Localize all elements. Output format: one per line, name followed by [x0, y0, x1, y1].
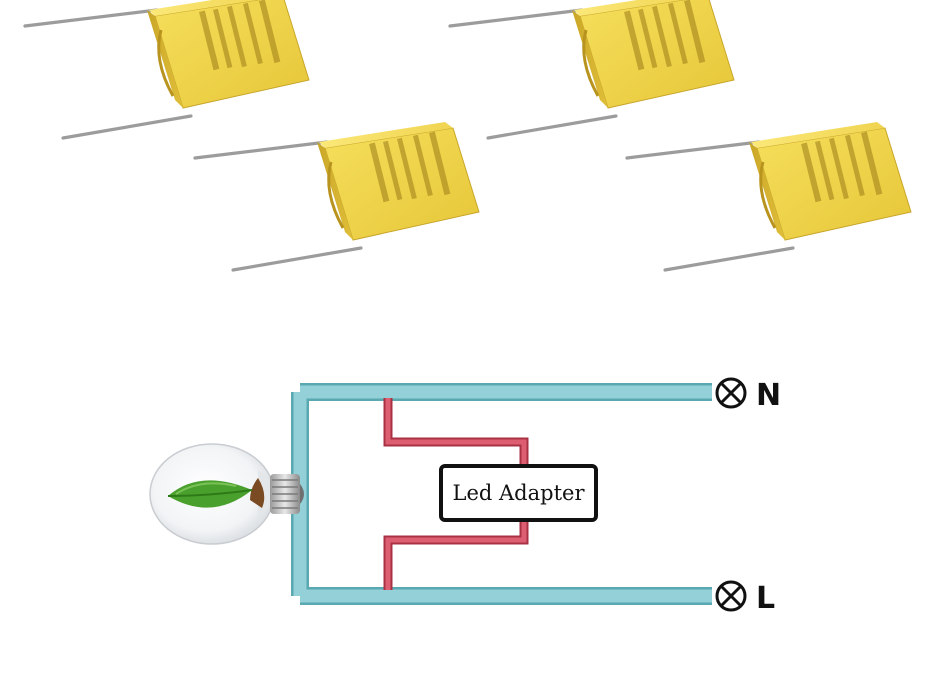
- light-bulb-leaf-icon: [149, 443, 304, 545]
- terminal-n-label: N: [756, 378, 781, 413]
- adapter-label: Led Adapter: [453, 481, 586, 505]
- capacitor-icon: [23, 0, 311, 140]
- circle-cross-icon: [715, 580, 747, 612]
- terminal-l: L: [715, 580, 775, 616]
- capacitor-icon: [193, 120, 481, 272]
- terminal-n: N: [715, 377, 781, 413]
- terminal-l-label: L: [756, 581, 775, 616]
- circle-cross-icon: [715, 377, 747, 409]
- adapter-wire: [383, 398, 529, 590]
- capacitor-icon: [625, 120, 913, 272]
- led-adapter-box: Led Adapter: [439, 464, 598, 522]
- capacitor-icon: [448, 0, 736, 140]
